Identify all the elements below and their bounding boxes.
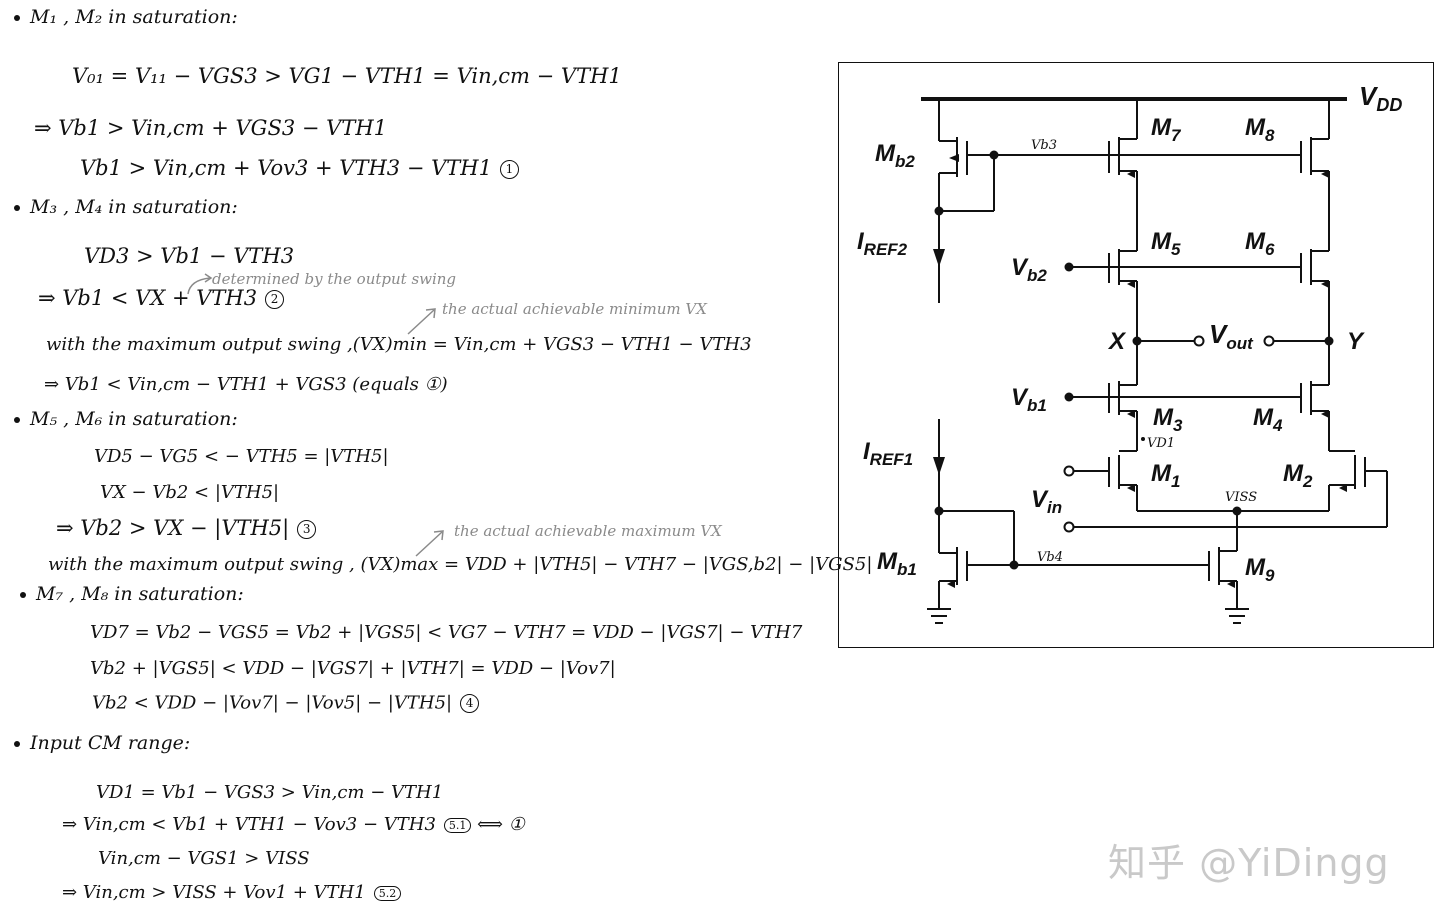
equation-vx-min: with the maximum output swing ,(VX)min =… xyxy=(46,334,752,355)
label-m2: M2 xyxy=(1283,460,1313,491)
section-m7-m8-header: M₇ , M₈ in saturation: xyxy=(20,585,244,604)
label-m6: M6 xyxy=(1245,228,1275,259)
label-viss-hw: VISS xyxy=(1225,490,1257,505)
equation-vx-vb2: VX − Vb2 < |VTH5| xyxy=(100,482,280,503)
bullet xyxy=(14,15,20,21)
label-vb4-hw: Vb4 xyxy=(1037,550,1063,565)
equation-vd1: V₀₁ = V₁₁ − VGS3 > VG1 − VTH1 = Vin,cm −… xyxy=(72,64,622,88)
section-m1-m2-header: M₁ , M₂ in saturation: xyxy=(14,8,238,27)
label-mb2: Mb2 xyxy=(875,140,915,171)
label-vb3-hw: Vb3 xyxy=(1031,138,1057,153)
label-m3: M3 xyxy=(1153,404,1183,435)
label-vb2: Vb2 xyxy=(1011,254,1047,285)
label-vin: Vin xyxy=(1031,486,1062,517)
equation-vb2-vgs5: Vb2 + |VGS5| < VDD − |VGS7| + |VTH7| = V… xyxy=(90,658,616,679)
label-m1: M1 xyxy=(1151,460,1180,491)
label-iref2: IREF2 xyxy=(857,228,908,259)
annotation-min-vx: the actual achievable minimum VX xyxy=(442,300,707,318)
section-m5-m6-header: M₅ , M₆ in saturation: xyxy=(14,410,238,429)
equation-vincm-vgs1: Vin,cm − VGS1 > VISS xyxy=(98,848,310,869)
schematic-drawing: VDD M7 M8 Mb2 M5 M6 IREF2 Vb2 X Y Vout V… xyxy=(857,81,1402,624)
label-vd1-hw: VD1 xyxy=(1147,436,1175,451)
label-m8: M8 xyxy=(1245,114,1275,145)
equation-vb1-gt: ⇒ Vb1 > Vin,cm + VGS3 − VTH1 xyxy=(34,116,388,140)
label-y-node: Y xyxy=(1347,328,1365,355)
label-vdd: VDD xyxy=(1359,81,1402,115)
schematic-labels: VDD M7 M8 Mb2 M5 M6 IREF2 Vb2 X Y Vout V… xyxy=(857,81,1402,585)
equation-vx-max: with the maximum output swing , (VX)max … xyxy=(48,554,873,575)
equation-vb1-equals-1: ⇒ Vb1 < Vin,cm − VTH1 + VGS3 (equals ①) xyxy=(44,374,448,395)
bullet xyxy=(14,417,20,423)
bullet xyxy=(14,741,20,747)
section-input-cm-header: Input CM range: xyxy=(14,734,190,753)
equation-vd3: VD3 > Vb1 − VTH3 xyxy=(84,244,295,268)
annotation-arrow-min-vx xyxy=(407,308,436,335)
annotation-arrow-output-swing xyxy=(187,273,213,295)
label-m4: M4 xyxy=(1253,404,1283,435)
bullet xyxy=(14,205,20,211)
condition-marker-2: 2 xyxy=(265,290,285,309)
annotation-max-vx: the actual achievable maximum VX xyxy=(454,522,722,540)
equation-vd5: VD5 − VG5 < − VTH5 = |VTH5| xyxy=(94,446,389,467)
condition-marker-1: 1 xyxy=(499,160,519,179)
condition-marker-5-2: 5.2 xyxy=(373,885,402,901)
current-arrows xyxy=(933,154,1347,588)
equation-vd7: VD7 = Vb2 − VGS5 = Vb2 + |VGS5| < VG7 − … xyxy=(90,622,803,643)
equation-input-vd1: VD1 = Vb1 − VGS3 > Vin,cm − VTH1 xyxy=(96,782,444,803)
bullet xyxy=(20,592,26,598)
folded-cascode-schematic: VDD M7 M8 Mb2 M5 M6 IREF2 Vb2 X Y Vout V… xyxy=(838,62,1434,648)
condition-marker-3: 3 xyxy=(297,520,317,539)
label-iref1: IREF1 xyxy=(863,438,913,469)
section-m3-m4-header: M₃ , M₄ in saturation: xyxy=(14,198,238,217)
label-mb1: Mb1 xyxy=(877,548,917,579)
label-m5: M5 xyxy=(1151,228,1181,259)
handwritten-node-labels: Vb3 Vb4 VD1 VISS xyxy=(1031,138,1257,565)
annotation-arrow-max-vx xyxy=(415,530,444,557)
watermark: 知乎 @YiDingg xyxy=(1108,841,1390,885)
open-terminals xyxy=(1063,335,1275,533)
condition-marker-5-1: 5.1 xyxy=(443,817,472,833)
label-m7: M7 xyxy=(1151,114,1182,145)
label-x-node: X xyxy=(1107,328,1127,355)
condition-marker-4: 4 xyxy=(460,694,480,713)
schematic-wires xyxy=(921,97,1388,624)
label-m9: M9 xyxy=(1245,554,1275,585)
junction-dots xyxy=(934,150,1334,570)
equation-vb2-condition-4: Vb2 < VDD − |Vov7| − |Vov5| − |VTH5|4 xyxy=(92,694,480,713)
label-vout: Vout xyxy=(1209,319,1254,353)
derivation-notes: M₁ , M₂ in saturation: V₀₁ = V₁₁ − VGS3 … xyxy=(14,8,872,902)
equation-vb2-condition-3: ⇒ Vb2 > VX − |VTH5|3 xyxy=(56,518,317,539)
annotation-output-swing: determined by the output swing xyxy=(212,270,457,288)
label-vb1: Vb1 xyxy=(1011,384,1047,415)
